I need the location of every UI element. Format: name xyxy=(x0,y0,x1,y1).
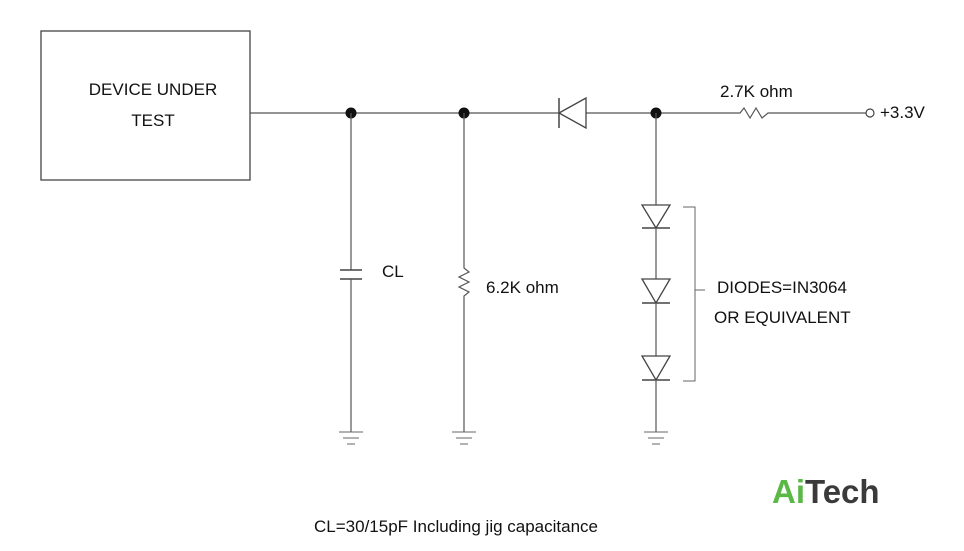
stack-diode-3 xyxy=(640,355,672,382)
supply-terminal xyxy=(865,108,875,118)
svg-text:AiTech: AiTech xyxy=(772,473,880,510)
logo-ai-part: Ai xyxy=(772,473,805,510)
stack-diode-1 xyxy=(640,204,672,230)
diodes-bracket xyxy=(683,206,705,382)
dut-label-line1: DEVICE UNDER xyxy=(89,80,217,99)
diodes-note-line2: OR EQUIVALENT xyxy=(714,308,851,327)
aitech-logo: AiTech xyxy=(772,473,880,510)
diode-stack xyxy=(640,113,672,432)
ground-symbol-capacitor xyxy=(339,431,363,445)
load-capacitor xyxy=(340,113,362,432)
supply-label: +3.3V xyxy=(880,103,926,122)
ground-symbol-resistor xyxy=(452,431,476,445)
series-diode xyxy=(557,96,587,130)
pullup-resistor-label: 2.7K ohm xyxy=(720,82,793,101)
capacitor-label: CL xyxy=(382,262,404,281)
pulldown-resistor xyxy=(457,113,471,432)
stack-diode-2 xyxy=(640,278,672,305)
pullup-resistor xyxy=(736,106,875,120)
dut-label-line2: TEST xyxy=(131,111,174,130)
pulldown-resistor-label: 6.2K ohm xyxy=(486,278,559,297)
device-under-test-box: DEVICE UNDER TEST xyxy=(40,30,251,181)
logo-tech-part: Tech xyxy=(805,473,880,510)
footer-caption: CL=30/15pF Including jig capacitance xyxy=(314,517,598,536)
diodes-note-line1: DIODES=IN3064 xyxy=(717,278,847,297)
ground-symbol-diodes xyxy=(644,431,668,445)
